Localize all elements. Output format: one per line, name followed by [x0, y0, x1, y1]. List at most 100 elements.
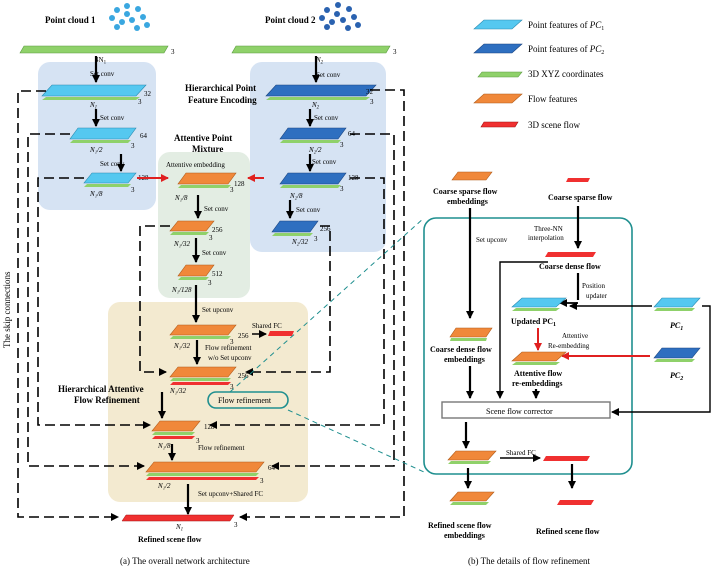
skip-connections-left [17, 90, 170, 521]
n2-label: N2 [315, 56, 324, 66]
scene-flow-corrector-box [441, 401, 611, 419]
dim-label: 256 [238, 372, 249, 380]
refine-scene-layer-4 [146, 477, 259, 480]
point-cloud-2-icon [319, 2, 361, 31]
set-conv-label: Set conv [204, 205, 229, 213]
set-upconv-label: Set upconv [476, 236, 508, 244]
coarse-dense-emb-label: Coarse dense flow [430, 345, 492, 354]
input-xyz-bar-1 [19, 45, 169, 54]
flow-refinement-label: Flow refinement [198, 444, 245, 452]
flow-refinement-detail-box [423, 217, 633, 475]
attentive-reembedding-label: Attentive [562, 332, 588, 340]
pc2-xyz-layer-3 [280, 185, 341, 188]
refined-emb-xyz [450, 502, 489, 505]
legend-label-pc1: Point features of PC1 [528, 20, 604, 32]
scene-flow-corrector-label: Scene flow corrector [486, 407, 553, 416]
dim-label: 3 [131, 186, 135, 194]
pc2-label: PC2 [670, 371, 683, 382]
updated-pc1-feature [511, 297, 567, 308]
mixture-flow-layer-2 [169, 220, 215, 232]
set-upconv-label: Set upconv [202, 306, 234, 314]
coarse-dense-emb-layer [449, 327, 493, 338]
n1x4-label: 4N1 [95, 56, 107, 66]
legend-label-scene-flow: 3D scene flow [528, 120, 580, 130]
dim-label: 3 [208, 279, 212, 287]
n2-label: N2 [311, 101, 320, 111]
pc1-xyz-layer-2 [70, 140, 131, 143]
n1-128-label: N₁/128 [171, 286, 192, 294]
mixture-xyz-layer-2 [170, 232, 209, 235]
dim-label: 3 [230, 338, 234, 346]
n1-label: N1 [89, 101, 97, 111]
pc2-xyz-layer-4 [272, 233, 313, 236]
dim-label: 3 [234, 521, 238, 529]
attentive-flow-label: re-embeddings [512, 379, 563, 388]
caption-b: (b) The details of flow refinement [468, 556, 591, 566]
refined-emb-label: Refined scene flow [428, 521, 492, 530]
dim-label: 256 [320, 225, 331, 233]
n1-32-label: N₁/32 [173, 240, 191, 248]
refined-emb-xyz-inbox [448, 461, 491, 464]
pc1-feature-layer-2 [69, 127, 137, 140]
refined-emb-layer-inbox [447, 450, 497, 461]
pc1-xyz-layer-1 [42, 97, 140, 100]
pc2-xyz [654, 359, 695, 362]
legend: Point features of PC1 Point features of … [473, 19, 604, 130]
set-conv-label: Set conv [90, 70, 115, 78]
set-conv-label: Set conv [202, 249, 227, 257]
input-xyz-bar-2 [231, 45, 391, 54]
dim-label: 3 [340, 141, 344, 149]
set-conv-label: Set conv [314, 114, 339, 122]
mixture-flow-layer-1 [177, 172, 237, 185]
hafr-title: Flow Refinement [74, 395, 140, 405]
legend-label-pc2: Point features of PC2 [528, 44, 604, 56]
skip-connections-label: The skip connections [2, 271, 12, 348]
pc1-feature [653, 297, 701, 308]
dim-label: 3 [209, 234, 213, 242]
refined-emb-label: embeddings [444, 531, 485, 540]
pc1-feature-layer-3 [83, 172, 137, 184]
attentive-flow-layer [511, 351, 567, 362]
pc2-xyz-layer-2 [280, 140, 341, 143]
apm-title: Attentive Point [174, 133, 232, 143]
dim-label: 256 [212, 226, 223, 234]
refined-scene-flow-bar [121, 514, 235, 522]
flow-refinement-callout[interactable] [207, 391, 289, 409]
projection-line-bottom [287, 409, 425, 473]
dim-label: 32 [144, 90, 152, 98]
pc1-xyz [654, 308, 695, 311]
n2-8-label: N₂/8 [289, 192, 303, 200]
set-conv-label: Set conv [316, 71, 341, 79]
refine-xyz-layer-4 [146, 473, 259, 476]
coarse-dense-flow-bar [545, 252, 596, 257]
dim-label: 3 [171, 48, 175, 56]
dim-label: 512 [212, 270, 223, 278]
flow-refinement-wo-label: Flow refinement [205, 344, 252, 352]
pc1-feature-layer-1 [41, 84, 147, 97]
n1-label: N1 [175, 523, 183, 533]
pc2-feature [653, 347, 701, 359]
dim-label: 3 [370, 98, 374, 106]
refine-xyz-layer-1 [170, 336, 231, 339]
n1-2-label: N₁/2 [157, 482, 171, 490]
scene-flow-bar-1 [268, 331, 294, 336]
refined-scene-flow-label: Refined scene flow [138, 535, 202, 544]
refine-flow-layer-1 [169, 324, 237, 336]
refine-flow-layer-4 [145, 461, 265, 473]
mixture-xyz-layer-3 [178, 277, 209, 280]
n1-8-label: N₁/8 [157, 442, 171, 450]
flow-refinement-wo-label: w/o Set upconv [208, 354, 252, 362]
coarse-dense-flow-label: Coarse dense flow [539, 262, 601, 271]
n2-2-label: N₂/2 [308, 146, 322, 154]
set-upconv-fc-label: Set upconv+Shared FC [198, 490, 263, 498]
coarse-sparse-emb-label: Coarse sparse flow [433, 187, 498, 196]
pc2-feature-layer-1 [265, 84, 377, 97]
n1-8-label: N₁/8 [89, 190, 103, 198]
pc2-feature-layer-2 [279, 127, 347, 140]
dim-label: 256 [238, 332, 249, 340]
dim-label: 3 [393, 48, 397, 56]
pc2-feature-layer-4 [271, 220, 319, 233]
point-cloud-2-label: Point cloud 2 [265, 15, 316, 25]
dim-label: 3 [131, 142, 135, 150]
